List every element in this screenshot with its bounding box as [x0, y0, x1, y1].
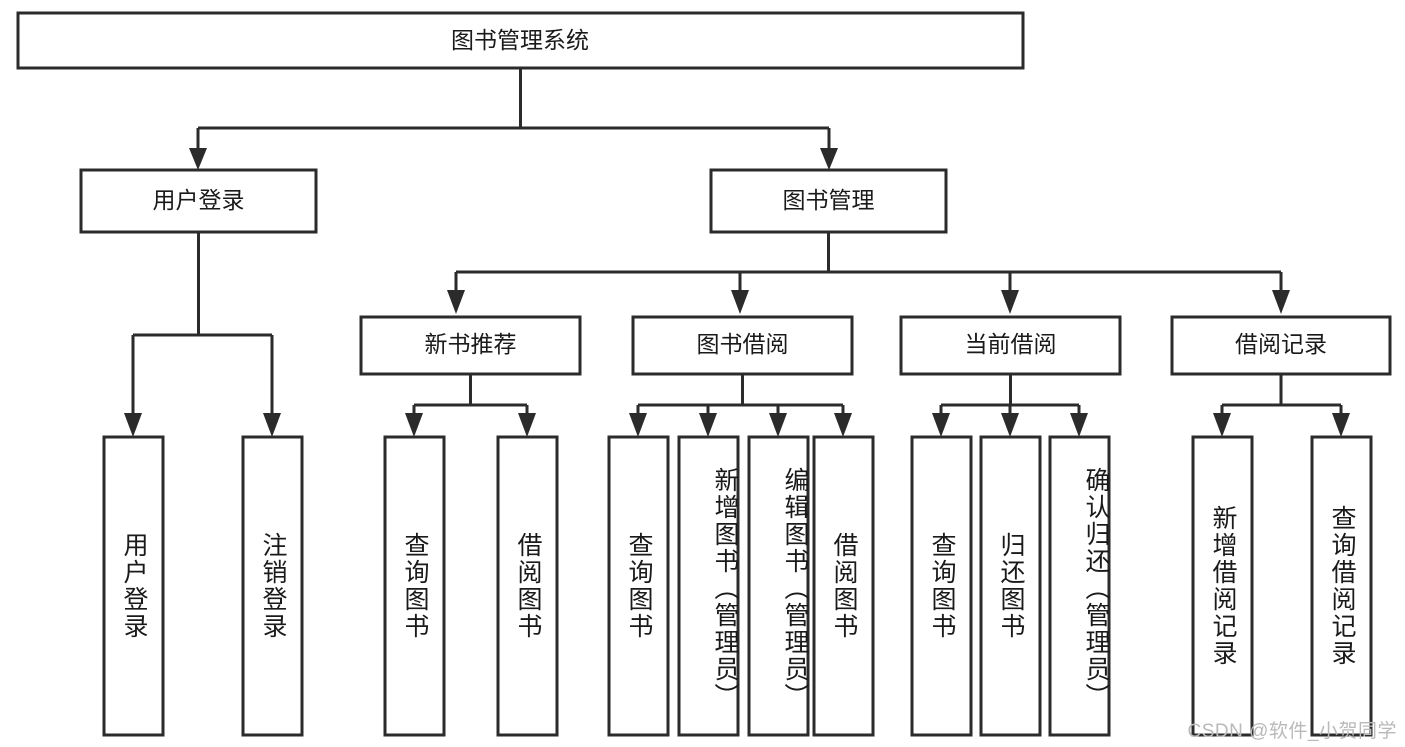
connector-newbook-to-leaves [405, 374, 536, 437]
root-box[interactable] [16, 11, 1025, 70]
arrow-to-user-login [189, 148, 207, 170]
new-book-recommend-box[interactable] [359, 315, 582, 376]
connector-borrowrecord-to-leaves [1213, 374, 1350, 437]
node-borrow-record[interactable]: 借阅记录 [1170, 315, 1392, 376]
borrow-record-label: 借阅记录 [1235, 331, 1327, 357]
node-book-manage[interactable]: 图书管理 [709, 168, 948, 234]
csdn-watermark: CSDN @软件_小贺同学 [1187, 721, 1397, 742]
book-manage-label: 图书管理 [783, 187, 875, 213]
node-new-book-recommend[interactable]: 新书推荐 [359, 315, 582, 376]
connector-root-to-level2 [189, 68, 838, 170]
leaf-box-borrow-book-1[interactable] [496, 435, 559, 737]
leaf-box-confirm-return[interactable] [1048, 435, 1111, 737]
leaf-box-logout[interactable] [241, 435, 304, 737]
connector-bookborrow-to-leaves [629, 374, 852, 437]
connector-userlogin-to-leaves [124, 232, 281, 437]
leaf-box-query-record[interactable] [1310, 435, 1373, 737]
node-current-borrow[interactable]: 当前借阅 [899, 315, 1122, 376]
new-book-recommend-label: 新书推荐 [425, 331, 517, 357]
node-user-login[interactable]: 用户登录 [79, 168, 318, 234]
leaf-box-query-book-1[interactable] [383, 435, 446, 737]
connector-currentborrow-to-leaves [932, 374, 1088, 437]
root-label: 图书管理系统 [451, 27, 589, 53]
node-book-borrow[interactable]: 图书借阅 [631, 315, 854, 376]
leaf-box-edit-book[interactable] [747, 435, 810, 737]
leaf-box-return-book[interactable] [979, 435, 1042, 737]
leaf-box-query-book-2[interactable] [607, 435, 670, 737]
leaf-box-user-login[interactable] [102, 435, 165, 737]
user-login-label: 用户登录 [153, 187, 245, 213]
arrow-to-book-manage [820, 148, 838, 170]
leaf-box-add-record[interactable] [1191, 435, 1254, 737]
leaf-box-query-book-3[interactable] [910, 435, 973, 737]
book-borrow-label: 图书借阅 [697, 331, 789, 357]
current-borrow-box[interactable] [899, 315, 1122, 376]
leaf-box-borrow-book-2[interactable] [812, 435, 875, 737]
connector-bookmanage-to-level3 [447, 232, 1290, 314]
node-root[interactable]: 图书管理系统 [16, 11, 1025, 70]
leaf-box-add-book[interactable] [677, 435, 740, 737]
current-borrow-label: 当前借阅 [965, 331, 1057, 357]
user-login-box[interactable] [79, 168, 318, 234]
